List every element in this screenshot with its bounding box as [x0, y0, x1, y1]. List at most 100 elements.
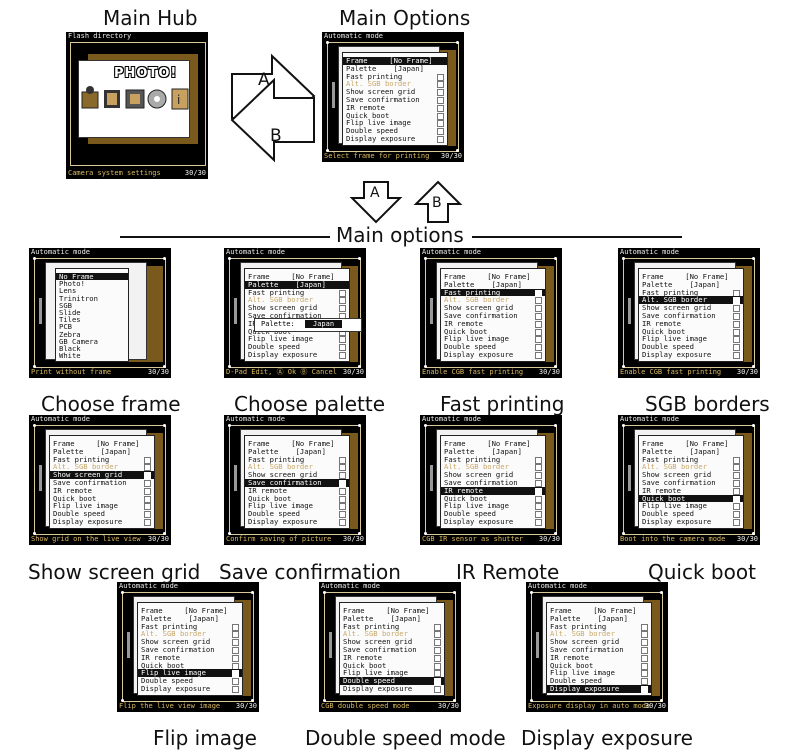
checkbox[interactable] [339, 487, 346, 495]
frame-option[interactable]: SGB [59, 300, 72, 310]
menu-option[interactable]: Fast printing [343, 72, 447, 81]
checkbox[interactable] [437, 89, 444, 97]
frame-option[interactable]: Lens [59, 286, 77, 296]
menu-option[interactable]: Fast printing [547, 622, 651, 631]
menu-option[interactable]: IR remote [441, 319, 545, 328]
menu-option[interactable]: Flip live image [50, 502, 154, 511]
menu-option[interactable]: Save confirmation [245, 479, 349, 487]
checkbox[interactable] [535, 344, 542, 352]
menu-option[interactable]: Quick boot [441, 494, 545, 503]
checkbox[interactable] [535, 480, 542, 487]
menu-option[interactable]: Frame [No Frame] [639, 273, 743, 281]
checkbox[interactable] [339, 456, 346, 464]
menu-option[interactable]: Double speed [547, 677, 651, 686]
menu-option[interactable]: Double speed [639, 510, 743, 519]
checkbox[interactable] [641, 670, 648, 678]
checkbox[interactable] [232, 686, 239, 693]
checkbox[interactable] [535, 519, 542, 526]
menu-option[interactable]: Save confirmation [343, 96, 447, 104]
frame-option[interactable]: Black [59, 344, 81, 353]
frame-option[interactable]: White [59, 351, 81, 361]
checkbox[interactable] [535, 328, 542, 336]
menu-option[interactable]: Palette [Japan] [441, 280, 545, 289]
menu-option[interactable]: Palette [Japan] [340, 614, 444, 623]
menu-option[interactable]: Display exposure [441, 518, 545, 526]
checkbox[interactable] [339, 297, 346, 305]
checkbox[interactable] [232, 631, 239, 639]
checkbox[interactable] [144, 456, 151, 464]
checkbox[interactable] [535, 313, 542, 320]
checkbox[interactable] [144, 495, 151, 503]
menu-option[interactable]: Frame [No Frame] [138, 607, 242, 615]
palette-popup-value[interactable]: Japan [305, 320, 343, 328]
menu-option[interactable]: Double speed [245, 510, 349, 519]
menu-option[interactable]: Double speed [245, 343, 349, 352]
menu-option[interactable]: Double speed [639, 343, 743, 352]
checkbox[interactable] [733, 495, 740, 503]
checkbox[interactable] [641, 678, 648, 686]
menu-option[interactable]: Quick boot [340, 661, 444, 670]
checkbox[interactable] [733, 511, 740, 519]
checkbox[interactable] [535, 320, 542, 328]
frame-option[interactable]: Photo! [59, 279, 85, 289]
checkbox[interactable] [434, 639, 441, 647]
checkbox[interactable] [733, 297, 740, 305]
menu-option[interactable]: Double speed [50, 510, 154, 519]
checkbox[interactable] [535, 487, 542, 495]
menu-option[interactable]: IR remote [245, 486, 349, 495]
menu-option[interactable]: Save confirmation [340, 646, 444, 654]
checkbox[interactable] [733, 305, 740, 313]
menu-option[interactable]: Quick boot [245, 494, 349, 503]
menu-option[interactable]: Double speed [343, 127, 447, 136]
checkbox[interactable] [733, 519, 740, 526]
menu-option[interactable]: Flip live image [639, 502, 743, 511]
menu-option[interactable]: Palette [Japan] [639, 280, 743, 289]
menu-option[interactable]: Flip live image [343, 119, 447, 128]
menu-option[interactable]: Frame [No Frame] [441, 440, 545, 448]
checkbox[interactable] [144, 503, 151, 511]
menu-option[interactable]: Fast printing [441, 455, 545, 464]
checkbox[interactable] [339, 289, 346, 297]
checkbox[interactable] [437, 104, 444, 112]
checkbox[interactable] [339, 336, 346, 344]
checkbox[interactable] [641, 686, 648, 693]
checkbox[interactable] [339, 472, 346, 480]
menu-option[interactable]: Flip live image [245, 335, 349, 344]
checkbox[interactable] [733, 456, 740, 464]
menu-option[interactable]: Display exposure [639, 351, 743, 359]
menu-option[interactable]: Show screen grid [138, 638, 242, 647]
checkbox[interactable] [733, 487, 740, 495]
checkbox[interactable] [641, 654, 648, 662]
checkbox[interactable] [339, 480, 346, 487]
menu-option[interactable]: Display exposure [138, 685, 242, 693]
menu-option[interactable]: Show screen grid [639, 304, 743, 313]
checkbox[interactable] [339, 305, 346, 313]
menu-option[interactable]: Alt. SGB border [441, 463, 545, 472]
checkbox[interactable] [232, 654, 239, 662]
menu-option[interactable]: Flip live image [340, 669, 444, 678]
checkbox[interactable] [434, 631, 441, 639]
menu-option[interactable]: Palette [Japan] [441, 447, 545, 456]
checkbox[interactable] [535, 289, 542, 297]
checkbox[interactable] [434, 686, 441, 693]
menu-option[interactable]: Alt. SGB border [340, 630, 444, 639]
checkbox[interactable] [641, 639, 648, 647]
checkbox[interactable] [733, 464, 740, 472]
menu-option[interactable]: Fast printing [138, 622, 242, 631]
menu-option[interactable]: Double speed [340, 677, 444, 686]
checkbox[interactable] [434, 662, 441, 670]
checkbox[interactable] [733, 313, 740, 320]
checkbox[interactable] [437, 128, 444, 136]
checkbox[interactable] [535, 464, 542, 472]
checkbox[interactable] [339, 352, 346, 359]
checkbox[interactable] [144, 519, 151, 526]
menu-option[interactable]: Palette [Japan] [245, 447, 349, 456]
checkbox[interactable] [733, 344, 740, 352]
menu-option[interactable]: Fast printing [441, 288, 545, 297]
checkbox[interactable] [641, 647, 648, 654]
menu-option[interactable]: Fast printing [245, 288, 349, 297]
menu-option[interactable]: Quick boot [138, 661, 242, 670]
menu-option[interactable]: Palette [Japan] [138, 614, 242, 623]
menu-option[interactable]: Double speed [441, 510, 545, 519]
checkbox[interactable] [437, 136, 444, 143]
